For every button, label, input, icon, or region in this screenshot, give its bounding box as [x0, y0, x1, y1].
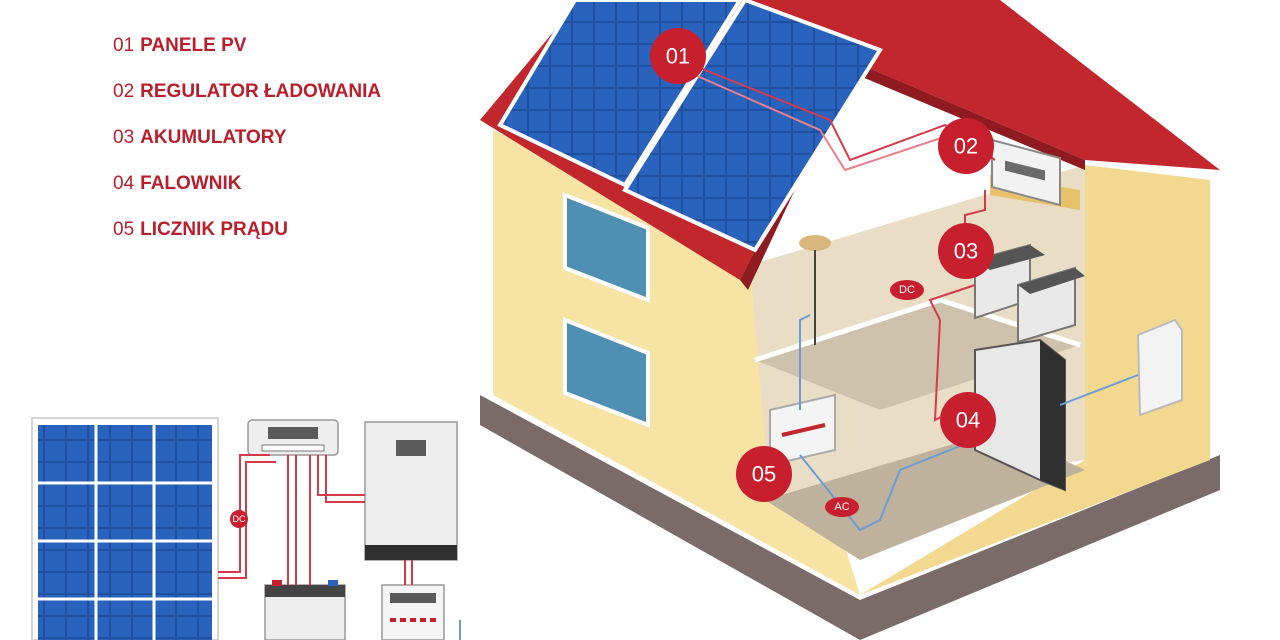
- svg-text:01: 01: [666, 44, 690, 69]
- interior-floor-upper: [755, 300, 1080, 410]
- window-lower: [563, 317, 650, 428]
- badge-03: 03: [938, 223, 994, 279]
- ac-wire-3: [799, 314, 811, 410]
- svg-text:03: 03: [954, 239, 978, 264]
- lamp-icon: [799, 235, 831, 251]
- ac-wire-2: [1059, 374, 1139, 406]
- ac-tag: AC: [825, 497, 859, 517]
- house-base: [480, 395, 1220, 640]
- badge-04: 04: [940, 392, 996, 448]
- badge-01: 01: [650, 28, 706, 84]
- house-right-wall: [860, 165, 1210, 595]
- schematic: DC: [31, 417, 461, 640]
- svg-text:05: 05: [752, 462, 776, 487]
- outside-meter: [1136, 318, 1183, 417]
- dc-tag: DC: [890, 280, 924, 300]
- svg-text:AC: AC: [834, 501, 849, 513]
- svg-text:DC: DC: [233, 514, 246, 524]
- badge-05: 05: [736, 446, 792, 502]
- svg-text:02: 02: [954, 134, 978, 159]
- svg-text:04: 04: [956, 408, 980, 433]
- badge-02: 02: [938, 118, 994, 174]
- schematic-dc-tag: DC: [230, 510, 248, 528]
- window-upper: [563, 192, 650, 303]
- svg-text:DC: DC: [899, 284, 915, 296]
- dc-wire-2: [694, 74, 951, 172]
